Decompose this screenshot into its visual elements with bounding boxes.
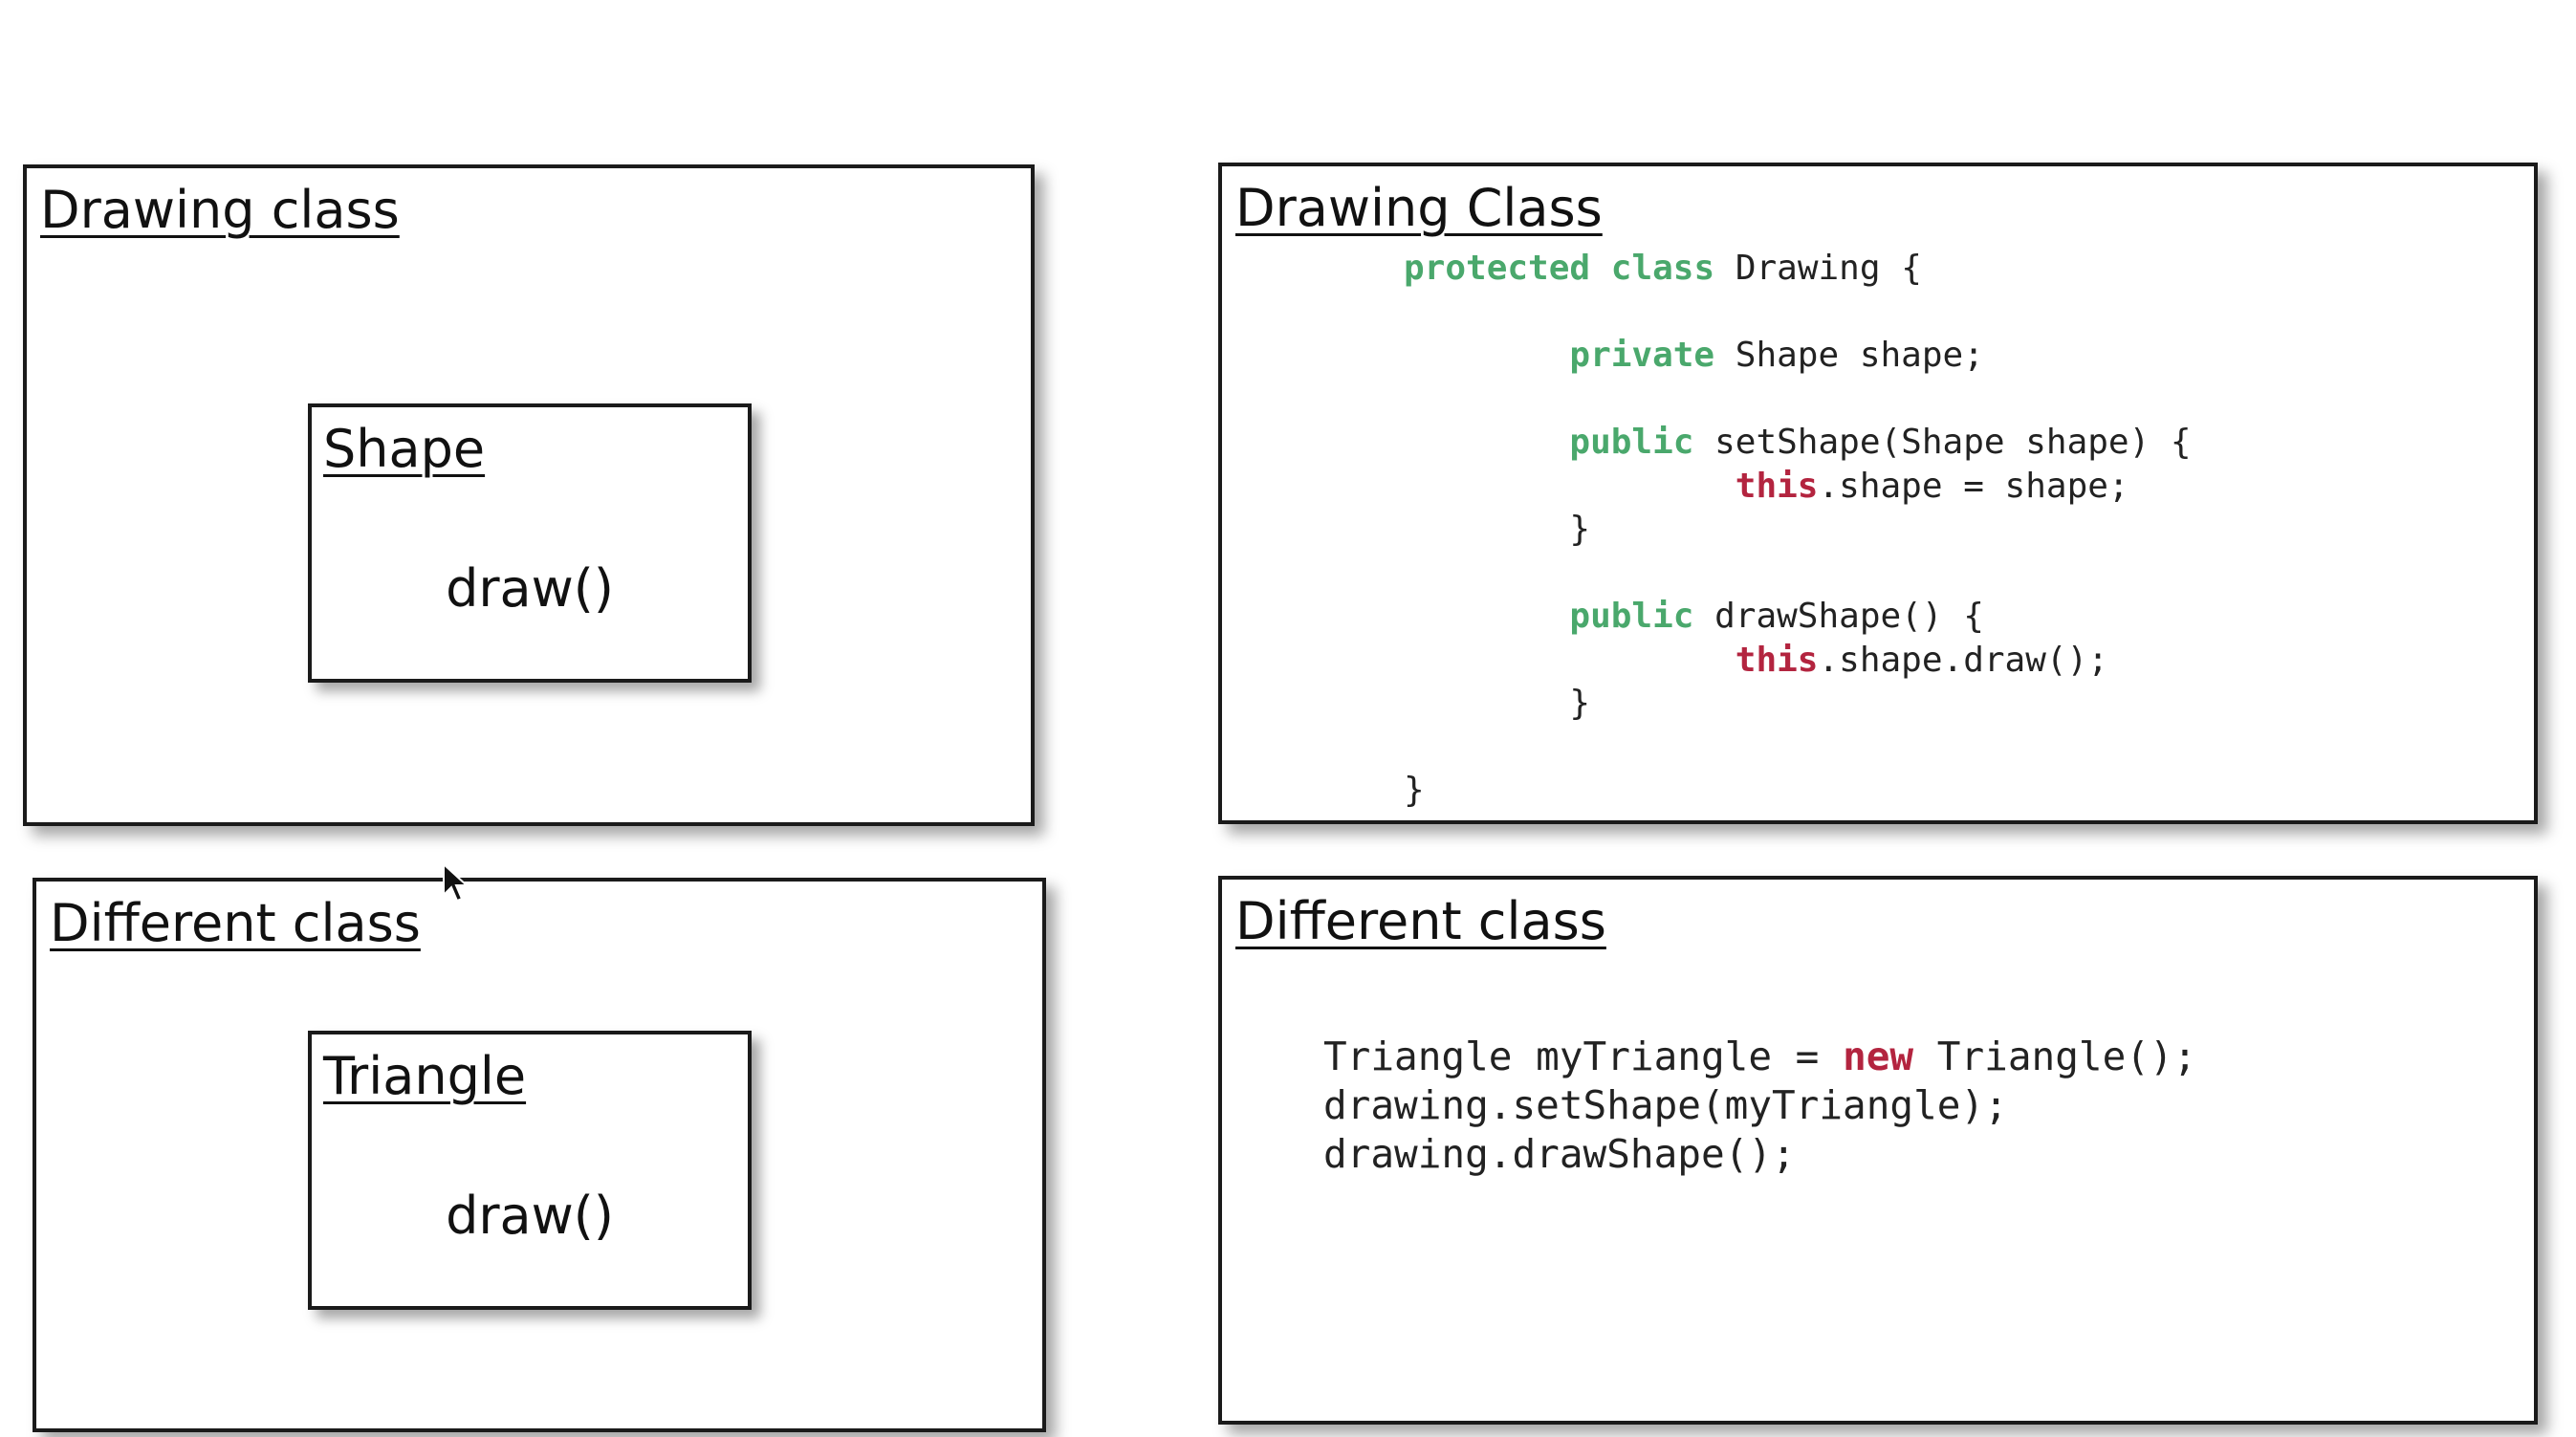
new-triangle-post: Triangle(); — [1913, 1034, 2197, 1079]
shape-class-box: Shape draw() — [308, 403, 752, 683]
drawshape-signature: drawShape() { — [1693, 597, 1984, 636]
code-line-field: private Shape shape; — [1569, 336, 1983, 375]
keyword-new: new — [1843, 1034, 1914, 1079]
code-line-setshape: public setShape(Shape shape) { — [1569, 423, 2191, 462]
different-class-title-left: Different class — [50, 893, 421, 953]
drawing-class-box: Drawing class Shape draw() — [23, 164, 1035, 826]
code-line-class-decl: protected class Drawing { — [1404, 249, 1922, 288]
code-line-assign: this.shape = shape; — [1736, 467, 2129, 506]
different-class-code-box: Different class Triangle myTriangle = ne… — [1218, 876, 2538, 1425]
code-line-set-shape-call: drawing.setShape(myTriangle); — [1323, 1082, 2008, 1128]
triangle-draw-method: draw() — [446, 1186, 614, 1246]
code-line-drawshape: public drawShape() { — [1569, 597, 1983, 636]
keyword-public: public — [1569, 597, 1694, 636]
drawshape-close-brace: } — [1569, 684, 1591, 723]
drawing-class-code-title: Drawing Class — [1235, 178, 1603, 238]
keyword-this: this — [1735, 466, 1819, 506]
class-decl-rest: Drawing { — [1714, 249, 1922, 288]
keyword-this: this — [1735, 640, 1819, 680]
draw-call-rest: .shape.draw(); — [1818, 640, 2108, 680]
code-line-draw-shape-call: drawing.drawShape(); — [1323, 1131, 1796, 1177]
shape-class-title: Shape — [323, 419, 486, 479]
different-class-box-left: Different class Triangle draw() — [33, 878, 1046, 1432]
different-class-code: Triangle myTriangle = new Triangle(); dr… — [1323, 1033, 2196, 1179]
keyword-class: class — [1610, 249, 1715, 288]
drawing-class-code-box: Drawing Class protected class Drawing { … — [1218, 163, 2538, 824]
keyword-protected: protected — [1404, 249, 1591, 288]
triangle-class-title: Triangle — [323, 1046, 527, 1106]
drawing-class-title: Drawing class — [40, 180, 400, 240]
triangle-class-box: Triangle draw() — [308, 1031, 752, 1310]
keyword-public: public — [1569, 423, 1694, 462]
field-decl-rest: Shape shape; — [1714, 336, 1984, 375]
code-line-draw-call: this.shape.draw(); — [1736, 641, 2108, 680]
setshape-signature: setShape(Shape shape) { — [1693, 423, 2192, 462]
keyword-private: private — [1569, 336, 1715, 375]
drawing-class-code: protected class Drawing { private Shape … — [1404, 247, 2192, 813]
mouse-pointer-icon — [443, 862, 469, 903]
class-close-brace: } — [1404, 771, 1425, 810]
different-class-code-title: Different class — [1235, 891, 1606, 951]
assign-rest: .shape = shape; — [1818, 466, 2129, 506]
new-triangle-pre: Triangle myTriangle = — [1323, 1034, 1844, 1079]
shape-draw-method: draw() — [446, 558, 614, 619]
code-line-new-triangle: Triangle myTriangle = new Triangle(); — [1323, 1034, 2196, 1079]
setshape-close-brace: } — [1569, 510, 1591, 549]
